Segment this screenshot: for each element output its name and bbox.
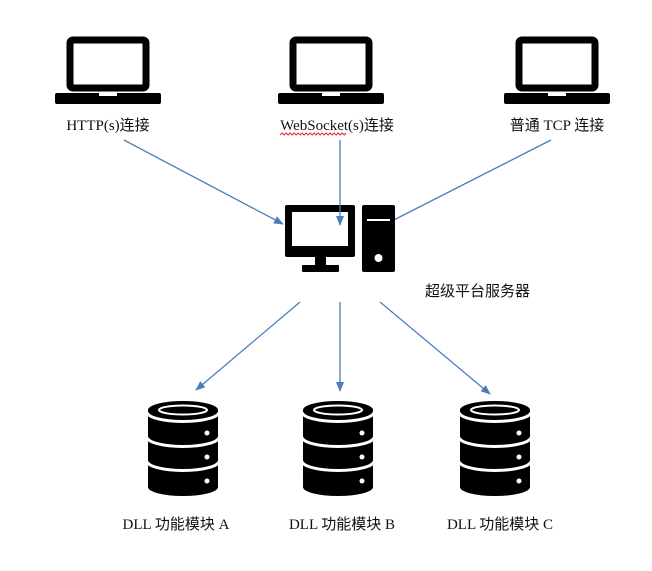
arrow-tcp-to-server [381, 139, 552, 227]
module-label-b: DLL 功能模块 B [289, 516, 395, 533]
db-top [303, 401, 373, 419]
laptop-base [278, 93, 384, 104]
client-http: HTTP(s)连接 [55, 36, 161, 134]
db-separator [300, 411, 376, 423]
db-separator [457, 460, 533, 472]
arrow-server-to-module-a [195, 301, 301, 391]
db-indicator-dot [516, 430, 522, 436]
db-separator [145, 436, 221, 448]
module-c: DLL 功能模块 C [447, 401, 553, 533]
client-tcp: 普通 TCP 连接 [504, 36, 610, 134]
db-top-ring [470, 404, 520, 416]
module-label-a: DLL 功能模块 A [123, 516, 230, 533]
db-indicator-dot [359, 430, 365, 436]
laptop-base [55, 93, 161, 104]
db-separator [457, 411, 533, 423]
laptop-screen [289, 36, 373, 92]
database-icon [457, 401, 533, 496]
spellcheck-underline [279, 132, 347, 136]
db-indicator-dot [204, 430, 210, 436]
client-label-http: HTTP(s)连接 [66, 117, 149, 134]
db-indicator-dot [516, 478, 522, 484]
db-indicator-dot [204, 454, 210, 460]
laptop-icon [504, 36, 610, 104]
db-body [460, 410, 530, 496]
db-indicator-dot [359, 478, 365, 484]
laptop-screen [515, 36, 599, 92]
database-icon [145, 401, 221, 496]
module-a: DLL 功能模块 A [123, 401, 230, 533]
module-b: DLL 功能模块 B [289, 401, 395, 533]
db-separator [145, 411, 221, 423]
laptop-base-notch [99, 93, 117, 96]
laptop-screen [66, 36, 150, 92]
db-separator [300, 436, 376, 448]
laptop-base-notch [548, 93, 566, 96]
db-body [148, 410, 218, 496]
server-computer: 超级平台服务器 [285, 205, 530, 300]
tower-case [362, 205, 395, 272]
arrow-http-to-server [123, 139, 284, 225]
db-separator [300, 460, 376, 472]
monitor-stand [302, 265, 339, 272]
db-top-ring [158, 404, 208, 416]
db-top-ring [313, 404, 363, 416]
database-icon [300, 401, 376, 496]
tower-power-button [374, 254, 383, 262]
module-label-c: DLL 功能模块 C [447, 516, 553, 533]
tower-drive-slot [367, 219, 390, 221]
db-top [460, 401, 530, 419]
db-indicator-dot [204, 478, 210, 484]
client-websocket [278, 36, 384, 104]
laptop-base [504, 93, 610, 104]
db-separator [457, 436, 533, 448]
laptop-icon [55, 36, 161, 104]
laptop-icon [278, 36, 384, 104]
client-label-tcp: 普通 TCP 连接 [510, 117, 604, 134]
arrow-server-to-module-c [379, 301, 491, 395]
server-label: 超级平台服务器 [425, 283, 530, 300]
db-top [148, 401, 218, 419]
monitor-neck [315, 257, 326, 266]
db-indicator-dot [359, 454, 365, 460]
laptop-base-notch [322, 93, 340, 96]
db-body [303, 410, 373, 496]
db-indicator-dot [516, 454, 522, 460]
client-label-websocket: WebSocket(s)连接 [280, 117, 394, 134]
db-separator [145, 460, 221, 472]
